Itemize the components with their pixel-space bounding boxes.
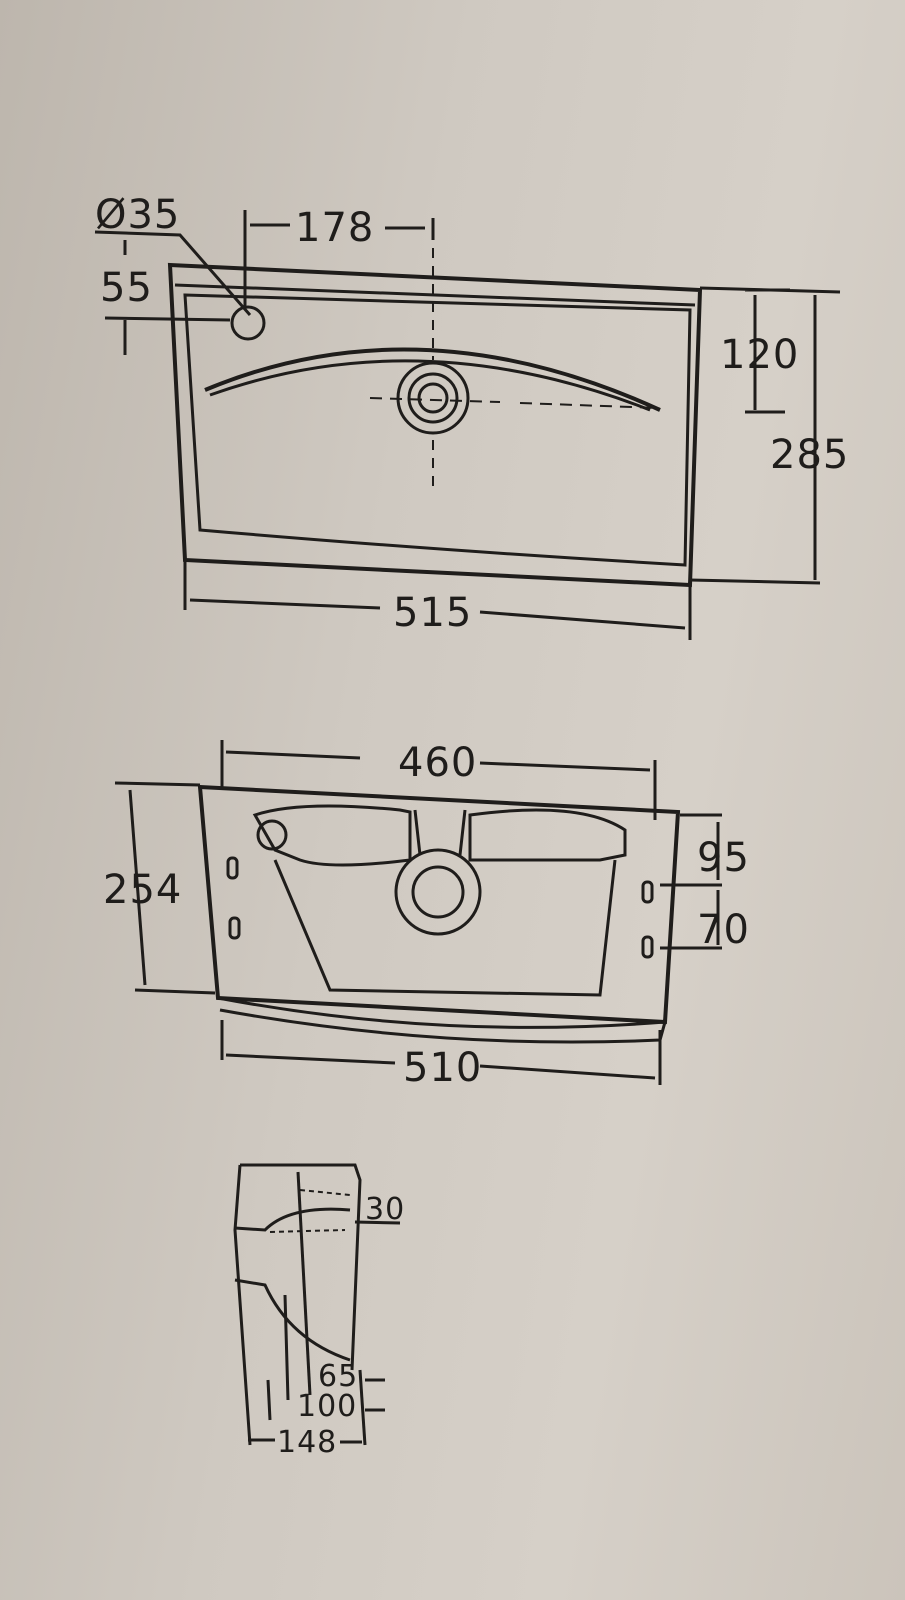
- label-drain-depth: 120: [720, 332, 800, 378]
- label-width-bottom: 510: [403, 1045, 483, 1091]
- label-hole-offset: 55: [100, 265, 153, 311]
- label-depth-top: 285: [770, 432, 850, 478]
- bottom-view: [114, 740, 722, 1085]
- label-bracket-spacing: 70: [697, 907, 750, 953]
- label-hole-diameter: Ø35: [95, 192, 181, 238]
- label-rim: 30: [365, 1192, 406, 1227]
- top-view: [94, 210, 841, 640]
- drain: [394, 848, 482, 936]
- tap-hole: [230, 305, 266, 341]
- label-tap-to-center: 178: [295, 205, 375, 251]
- label-100: 100: [297, 1389, 358, 1424]
- label-width-top: 515: [393, 590, 473, 636]
- label-bracket-top: 95: [697, 835, 750, 881]
- label-65: 65: [318, 1359, 359, 1394]
- label-148: 148: [277, 1425, 338, 1460]
- label-width-inner: 460: [398, 740, 478, 786]
- label-depth-bottom: 254: [103, 867, 183, 913]
- side-view: [233, 1163, 401, 1446]
